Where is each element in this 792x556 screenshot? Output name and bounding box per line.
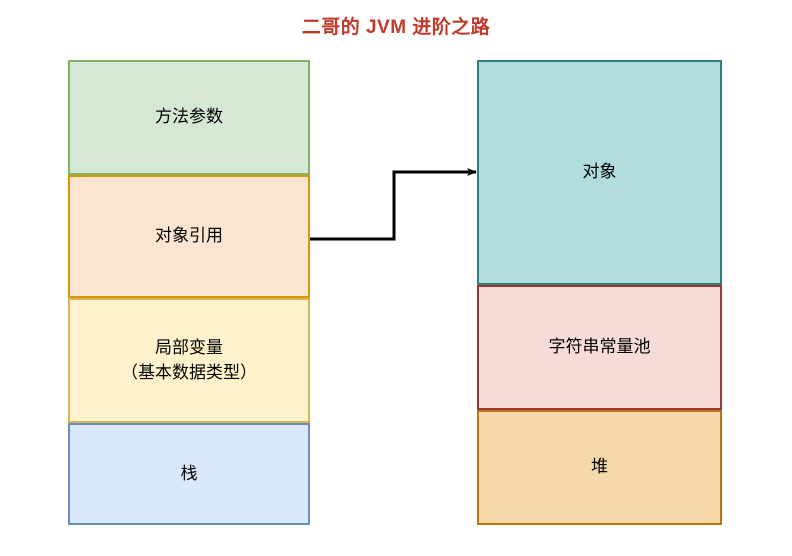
heap-box-heap[interactable]: 堆 — [477, 410, 722, 525]
heap-box-object[interactable]: 对象 — [477, 60, 722, 285]
diagram-title: 二哥的 JVM 进阶之路 — [301, 17, 491, 38]
object-reference-to-object-arrow — [310, 168, 477, 241]
arrow-path — [310, 168, 477, 241]
heap-column: 对象 字符串常量池 堆 — [477, 60, 722, 525]
heap-box-string-constant-pool[interactable]: 字符串常量池 — [477, 285, 722, 410]
stack-box-stack[interactable]: 栈 — [68, 423, 310, 525]
stack-box-method-params[interactable]: 方法参数 — [68, 60, 310, 175]
stack-box-local-variables[interactable]: 局部变量 （基本数据类型） — [68, 298, 310, 423]
stack-box-object-reference[interactable]: 对象引用 — [68, 175, 310, 298]
stack-column: 方法参数 对象引用 局部变量 （基本数据类型） 栈 — [68, 60, 310, 525]
